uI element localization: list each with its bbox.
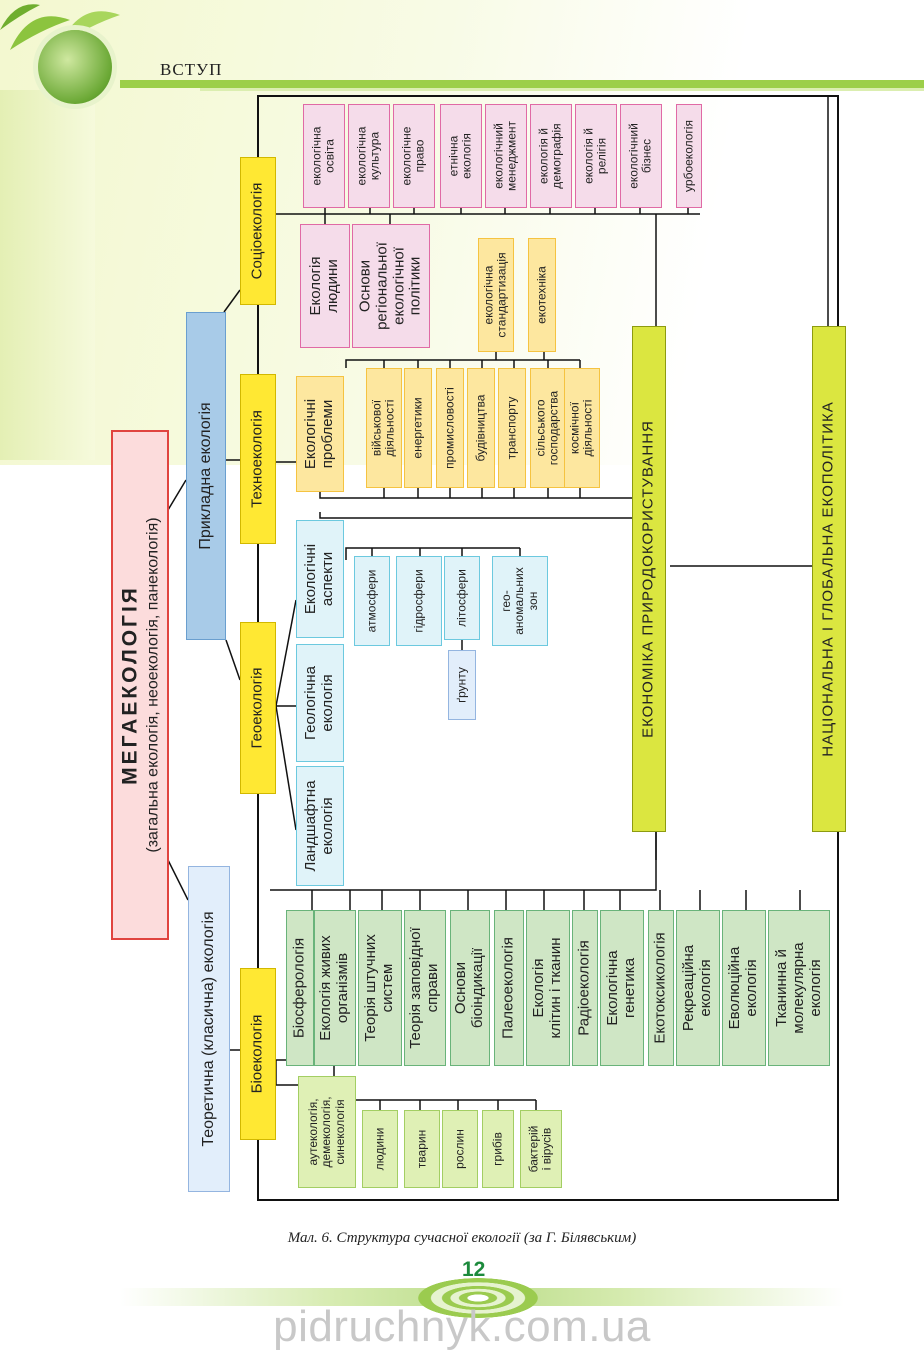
socio-top-item: екологія й демографія [530, 104, 572, 208]
geo-sub-item: гео- аномальних зон [492, 556, 548, 646]
margin-background [0, 90, 95, 460]
soil-box: ґрунту [448, 650, 476, 720]
bio-item: Біосферологія [286, 910, 314, 1066]
geo-sub-item: літосфери [444, 556, 480, 640]
regional-policy-box: Основи регіональної екологічної політики [352, 224, 430, 348]
human-ecology-box: Екологія людини [300, 224, 350, 348]
bio-item: Основи біоіндикації [450, 910, 490, 1066]
eco-standardization-box: екологічна стандартизація [478, 238, 514, 352]
geoecology-label: Геоекологія [248, 667, 266, 749]
bio-item: Палеоекологія [494, 910, 524, 1066]
organism-item: грибів [482, 1110, 514, 1188]
techno-sub-item: будівництва [467, 368, 495, 488]
theoretical-ecology-label: Теоретична (класична) екологія [200, 911, 218, 1147]
autecology-box: аутекологія, демекологія, синекологія [298, 1076, 356, 1188]
techno-sub-item: транспорту [498, 368, 526, 488]
organism-item: рослин [442, 1110, 478, 1188]
bioecology-label: Біоекологія [248, 1014, 266, 1094]
socio-top-item: екологічна освіта [303, 104, 345, 208]
bio-item: Екологія клітин і тканин [526, 910, 570, 1066]
socio-top-item: екологія й релігія [575, 104, 617, 208]
ecotechnics-box: екотехніка [528, 238, 556, 352]
socio-top-item: урбоекологія [676, 104, 702, 208]
watermark: pidruchnyk.com.ua [273, 1302, 651, 1351]
section-title: ВСТУП [160, 60, 223, 79]
techno-sub-item: сільського господарства [530, 368, 566, 488]
organism-item: бактерій і вірусів [520, 1110, 562, 1188]
socioecology-label: Соціоекологія [248, 182, 266, 280]
bio-item: Радіоекологія [572, 910, 598, 1066]
header-band-shadow [200, 88, 924, 91]
geological-ecology-box: Геологічна екологія [296, 644, 344, 762]
figure-caption: Мал. 6. Структура сучасної екології (за … [287, 1230, 637, 1246]
socio-top-item: екологічна культура [348, 104, 390, 208]
landscape-ecology-box: Ландшафтна екологія [296, 766, 344, 886]
bio-item: Тканинна й молекулярна екологія [768, 910, 830, 1066]
technoecology-problems-box: Екологічні проблеми [296, 376, 344, 492]
socio-top-item: етнічна екологія [440, 104, 482, 208]
technoecology-box: Техноекологія [240, 374, 276, 544]
megaecology-box: МЕГАЕКОЛОГІЯ (загальна екологія, неоекол… [111, 430, 169, 940]
organism-item: тварин [404, 1110, 440, 1188]
organism-item: людини [362, 1110, 398, 1188]
leaf-decoration-icon [0, 4, 120, 50]
policy-bar: НАЦІОНАЛЬНА І ГЛОБАЛЬНА ЕКОПОЛІТИКА [812, 326, 846, 832]
ecological-aspects-box: Екологічні аспекти [296, 520, 344, 638]
bioecology-box: Біоекологія [240, 968, 276, 1140]
applied-ecology-label: Прикладна екологія [197, 402, 215, 550]
header-band [120, 80, 924, 88]
techno-sub-item: військової діяльності [366, 368, 402, 488]
socio-top-item: екологічний бізнес [620, 104, 662, 208]
bio-item: Рекреаційна екологія [676, 910, 720, 1066]
applied-ecology-box: Прикладна екологія [186, 312, 226, 640]
geoecology-box: Геоекологія [240, 622, 276, 794]
footer-ornament-icon [418, 1278, 538, 1318]
bio-item: Теорія заповідної справи [404, 910, 446, 1066]
bio-item: Екотоксикологія [648, 910, 674, 1066]
globe-icon [38, 30, 112, 104]
bio-item: Екологія живих організмів [314, 910, 356, 1066]
economy-bar: ЕКОНОМІКА ПРИРОДОКОРИСТУВАННЯ [632, 326, 666, 832]
techno-sub-item: промисловості [436, 368, 464, 488]
megaecology-subtitle: (загальна екологія, неоекологія, панекол… [143, 517, 161, 853]
geo-sub-item: гідросфери [396, 556, 442, 646]
theoretical-ecology-box: Теоретична (класична) екологія [188, 866, 230, 1192]
socio-top-item: екологічний менеджмент [485, 104, 527, 208]
technoecology-label: Техноекологія [248, 410, 266, 508]
megaecology-title: МЕГАЕКОЛОГІЯ [118, 585, 142, 785]
socioecology-box: Соціоекологія [240, 157, 276, 305]
bio-item: Екологічна генетика [600, 910, 644, 1066]
bio-item: Еволюційна екологія [722, 910, 766, 1066]
socio-top-item: екологічне право [393, 104, 435, 208]
techno-sub-item: енергетики [404, 368, 432, 488]
techno-sub-item: космічної діяльності [564, 368, 600, 488]
geo-sub-item: атмосфери [354, 556, 390, 646]
page-number: 12 [462, 1258, 486, 1281]
bio-item: Теорія штучних систем [358, 910, 402, 1066]
